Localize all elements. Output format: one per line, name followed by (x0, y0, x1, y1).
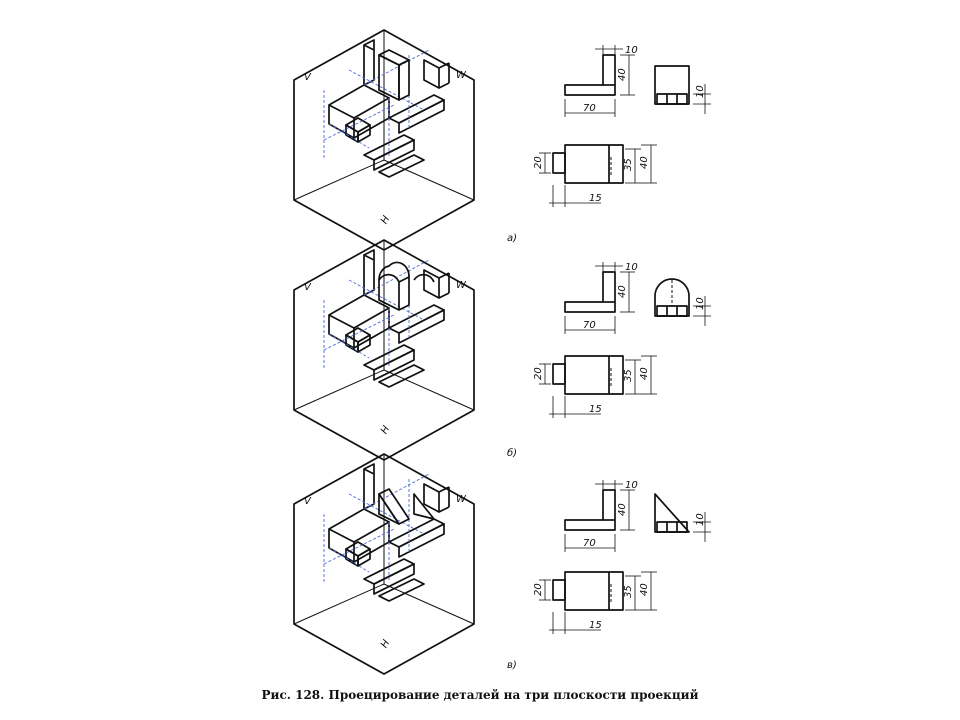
dim-top-a: 10 (625, 45, 638, 56)
dim-thick-b: 20 (533, 367, 544, 380)
panel-a: V W H 10 40 70 10 (293, 29, 711, 251)
panel-letter-c: в) (507, 660, 517, 671)
dim-depth-a: 40 (639, 156, 650, 169)
plane-v-label: V (304, 496, 312, 507)
ortho-front-a: 10 40 70 (564, 45, 638, 117)
plane-v-label: V (304, 72, 312, 83)
panel-letter-a: а) (507, 233, 517, 244)
panel-letter-b: б) (507, 447, 517, 459)
dim-height-c: 40 (617, 503, 628, 516)
plane-h-label: H (379, 424, 393, 436)
ortho-top-b: 20 35 40 15 (533, 355, 657, 418)
iso-view-a: V W H (293, 29, 475, 251)
dim-inner-a: 35 (623, 158, 634, 171)
dim-thick-c: 20 (533, 583, 544, 596)
dim-side-b: 10 (695, 297, 706, 310)
dim-length-b: 70 (583, 320, 596, 331)
dim-side-c: 10 (695, 513, 706, 526)
ortho-top-a: 20 35 40 15 (533, 144, 657, 207)
dim-depth-c: 40 (639, 583, 650, 596)
dim-depth-b: 40 (639, 367, 650, 380)
dim-length-c: 70 (583, 538, 596, 549)
dim-inner-c: 35 (623, 585, 634, 598)
dim-height-a: 40 (617, 68, 628, 81)
ortho-side-b: 10 (654, 278, 711, 326)
dim-thick-a: 20 (533, 156, 544, 169)
panel-c: V W H 10 40 70 10 20 (293, 453, 711, 675)
figure-caption: Рис. 128. Проецирование деталей на три п… (261, 688, 699, 702)
iso-view-c: V W H (293, 453, 475, 675)
dim-height-b: 40 (617, 285, 628, 298)
dim-offset-a: 15 (589, 193, 602, 204)
dim-inner-b: 35 (623, 369, 634, 382)
plane-h-label: H (379, 638, 393, 650)
iso-view-b: V W H (293, 239, 475, 461)
plane-v-label: V (304, 282, 312, 293)
plane-h-label: H (379, 214, 393, 226)
plane-w-label: W (456, 280, 467, 291)
ortho-side-c: 10 (654, 493, 711, 542)
dim-offset-c: 15 (589, 620, 602, 631)
dim-offset-b: 15 (589, 404, 602, 415)
dim-top-c: 10 (625, 480, 638, 491)
plane-w-label: W (456, 494, 467, 505)
ortho-front-c: 10 40 70 (564, 480, 638, 552)
dim-length-a: 70 (583, 103, 596, 114)
ortho-front-b: 10 40 70 (564, 262, 638, 334)
ortho-side-a: 10 (654, 65, 711, 114)
plane-w-label: W (456, 70, 467, 81)
ortho-top-c: 20 35 40 15 (533, 571, 657, 634)
dim-side-a: 10 (695, 85, 706, 98)
panel-b: V W H 10 40 70 10 (293, 239, 711, 461)
dim-top-b: 10 (625, 262, 638, 273)
